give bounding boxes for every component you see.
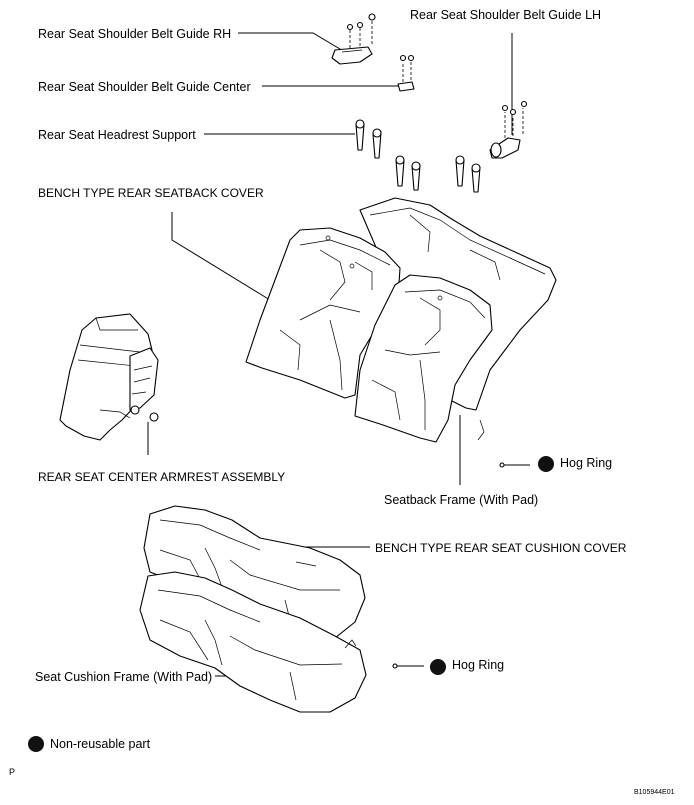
headrest-support-1 [355,119,365,151]
armrest-part [59,313,159,441]
label-seatback-frame: Seatback Frame (With Pad) [384,493,539,507]
headrest-support-parts [355,119,481,193]
headrest-support-5 [455,155,465,187]
label-belt-guide-center: Rear Seat Shoulder Belt Guide Center [38,80,251,94]
hog-ring-symbol-1 [499,462,530,468]
corner-mark: P [9,767,16,777]
label-headrest-support: Rear Seat Headrest Support [38,128,196,142]
leader-lines [147,32,513,677]
hog-ring-symbol-2 [392,663,424,669]
figure-id: B105944E01 [634,789,675,796]
seatback-cover-left-part [245,227,401,399]
cushion-frame-part [139,571,367,713]
label-hog-ring-1: Hog Ring [560,456,613,470]
legend-non-reusable: Non-reusable part [50,737,151,751]
belt-guide-lh-part [489,100,528,159]
label-hog-ring-2: Hog Ring [452,658,505,672]
non-reusable-dot-icon [538,456,554,472]
label-belt-guide-rh: Rear Seat Shoulder Belt Guide RH [38,27,232,41]
legend-dot-icon [28,736,44,752]
non-reusable-dot-icon [430,659,446,675]
belt-guide-center-part [397,54,415,92]
label-center-armrest: REAR SEAT CENTER ARMREST ASSEMBLY [38,470,286,484]
label-cushion-frame: Seat Cushion Frame (With Pad) [35,670,213,684]
headrest-support-2 [372,128,382,159]
headrest-support-3 [395,155,405,187]
label-cushion-cover: BENCH TYPE REAR SEAT CUSHION COVER [375,541,627,555]
headrest-support-6 [471,163,481,193]
label-seatback-cover: BENCH TYPE REAR SEATBACK COVER [38,186,264,200]
headrest-support-4 [411,161,421,191]
seatback-cover-right-part [354,274,493,443]
label-belt-guide-lh: Rear Seat Shoulder Belt Guide LH [410,8,602,22]
belt-guide-rh-part [331,13,376,65]
